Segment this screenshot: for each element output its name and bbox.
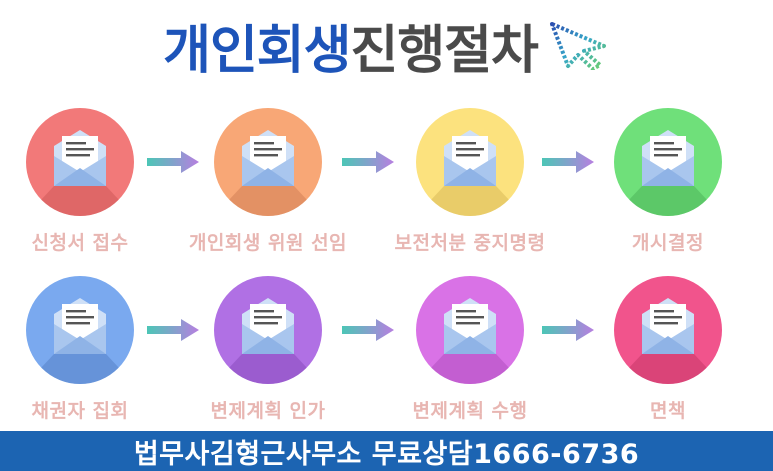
- footer-text: 법무사김형근사무소 무료상담1666-6736: [133, 438, 640, 470]
- process-step: 채권자 집회: [0, 276, 170, 423]
- arrow-right-icon: [542, 319, 594, 341]
- envelope-icon: [26, 276, 134, 384]
- process-step: 변제계획 수행: [380, 276, 560, 423]
- process-step: 보전처분 중지명령: [380, 108, 560, 255]
- arrow-right-icon: [342, 319, 394, 341]
- step-label: 신청서 접수: [31, 232, 129, 254]
- arrow-right-icon: [147, 319, 199, 341]
- envelope-icon: [416, 108, 524, 216]
- envelope-icon: [614, 108, 722, 216]
- process-step: 면책: [578, 276, 758, 423]
- process-step: 개시결정: [578, 108, 758, 255]
- step-label: 개시결정: [632, 232, 704, 254]
- process-step: 개인회생 위원 선임: [178, 108, 358, 255]
- title-part-gray: 진행절차: [350, 20, 539, 81]
- process-step: 신청서 접수: [0, 108, 170, 255]
- step-label: 보전처분 중지명령: [394, 232, 546, 254]
- process-step: 변제계획 인가: [178, 276, 358, 423]
- arrow-right-icon: [542, 151, 594, 173]
- step-label: 개인회생 위원 선임: [188, 232, 348, 254]
- envelope-icon: [26, 108, 134, 216]
- envelope-icon: [214, 276, 322, 384]
- arrow-right-icon: [147, 151, 199, 173]
- cursor-icon: [549, 22, 606, 70]
- page-title: 개인회생 진행절차: [0, 6, 773, 84]
- step-label: 채권자 집회: [31, 400, 129, 422]
- footer-banner: 법무사김형근사무소 무료상담1666-6736: [0, 431, 773, 471]
- title-part-blue: 개인회생: [163, 20, 351, 81]
- envelope-icon: [416, 276, 524, 384]
- arrow-right-icon: [342, 151, 394, 173]
- step-label: 변제계획 인가: [210, 400, 326, 422]
- envelope-icon: [214, 108, 322, 216]
- step-label: 변제계획 수행: [412, 400, 528, 422]
- step-label: 면책: [650, 400, 686, 422]
- envelope-icon: [614, 276, 722, 384]
